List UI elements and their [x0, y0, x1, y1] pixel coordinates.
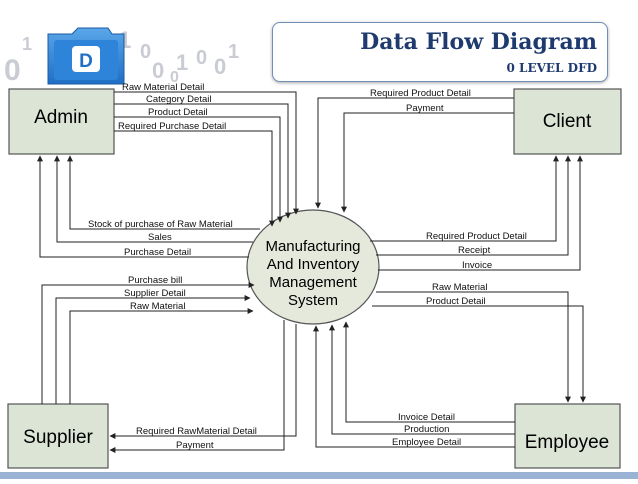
- process-label-line: Management: [269, 274, 357, 291]
- flow-to-admin-sales: [54, 155, 253, 243]
- flow-label: Sales: [148, 232, 172, 243]
- flow-to-supplier-payment: [109, 320, 285, 453]
- flow-labels: Raw Material Detail Category Detail Prod…: [88, 82, 527, 451]
- flow-client-required-product-detail: [315, 97, 514, 209]
- flow-supplier-purchase-bill: [41, 282, 255, 404]
- entity-employee-label: Employee: [525, 432, 610, 453]
- flow-supplier-supplier-detail: [55, 295, 251, 404]
- binary-digit: 0: [152, 58, 164, 83]
- flow-label: Purchase bill: [128, 275, 182, 286]
- flow-to-employee-product-detail: [372, 305, 586, 403]
- bottom-bar: [0, 472, 638, 479]
- flow-lines: [37, 91, 586, 453]
- flow-admin-product-detail: [114, 116, 283, 223]
- flow-label: Required RawMaterial Detail: [136, 426, 257, 437]
- process-label-line: System: [288, 292, 338, 309]
- flow-client-payment: [341, 112, 514, 213]
- flow-label: Required Product Detail: [426, 231, 527, 242]
- flow-employee-production: [329, 324, 515, 435]
- binary-digit: 0: [170, 69, 179, 86]
- binary-digit: 0: [196, 47, 207, 69]
- flow-label: Raw Material: [130, 301, 185, 312]
- folder-letter: D: [79, 51, 93, 72]
- flow-label: Raw Material: [432, 282, 487, 293]
- flow-label: Invoice Detail: [398, 412, 455, 423]
- flow-supplier-raw-material: [69, 308, 254, 404]
- binary-digit: 1: [228, 41, 239, 63]
- flow-to-employee-raw-material: [376, 291, 571, 403]
- entity-admin-label: Admin: [34, 107, 88, 128]
- flow-label: Supplier Detail: [124, 288, 186, 299]
- flow-label: Category Detail: [146, 94, 211, 105]
- flow-label: Production: [404, 424, 449, 435]
- flow-label: Required Product Detail: [370, 88, 471, 99]
- flow-to-client-required-product-detail: [370, 155, 559, 242]
- flow-label: Product Detail: [148, 107, 208, 118]
- binary-digit: 1: [176, 50, 188, 75]
- flow-label: Required Purchase Detail: [118, 121, 226, 132]
- flow-label: Purchase Detail: [124, 247, 191, 258]
- flow-admin-raw-material-detail: [114, 91, 299, 215]
- flow-label: Payment: [406, 103, 444, 114]
- flow-to-admin-stock-of-purchase: [67, 155, 260, 230]
- flow-label: Stock of purchase of Raw Material: [88, 219, 233, 230]
- entity-client: Client: [513, 88, 622, 155]
- page-subtitle: 0 LEVEL DFD: [506, 61, 597, 75]
- logo: 0 1 1 0 0 1 0 0 1 0 D: [4, 27, 239, 87]
- flow-employee-invoice-detail: [343, 321, 515, 423]
- title-box: Data Flow Diagram 0 LEVEL DFD: [272, 22, 608, 82]
- flow-label: Payment: [176, 440, 214, 451]
- flow-label: Employee Detail: [392, 437, 461, 448]
- process-label-line: And Inventory: [267, 256, 360, 273]
- entity-client-label: Client: [543, 111, 592, 132]
- flow-to-client-receipt: [376, 155, 571, 256]
- flow-admin-category-detail: [114, 103, 291, 219]
- flow-label: Invoice: [462, 260, 492, 271]
- binary-digit: 0: [214, 54, 226, 79]
- flow-to-supplier-required-raw-material-detail: [109, 324, 297, 439]
- process-node: Manufacturing And Inventory Management S…: [246, 209, 380, 325]
- entity-supplier-label: Supplier: [23, 427, 93, 448]
- flow-to-admin-purchase-detail: [37, 155, 249, 258]
- flow-admin-required-purchase-detail: [114, 130, 275, 227]
- flow-label: Product Detail: [426, 296, 486, 307]
- binary-digit: 0: [4, 54, 21, 87]
- entity-supplier: Supplier: [7, 403, 109, 469]
- process-label-line: Manufacturing: [265, 238, 360, 255]
- page-title: Data Flow Diagram: [360, 29, 597, 55]
- binary-digit: 1: [22, 34, 32, 54]
- entity-employee: Employee: [514, 403, 621, 469]
- entity-admin: Admin: [8, 88, 115, 155]
- flow-employee-employee-detail: [313, 325, 515, 448]
- flow-label: Raw Material Detail: [122, 82, 204, 93]
- binary-digit: 0: [140, 41, 151, 63]
- binary-digits: 0 1 1 0 0 1 0 0 1 0: [4, 27, 239, 87]
- folder-icon: D: [47, 27, 125, 85]
- flow-label: Receipt: [458, 245, 491, 256]
- flow-to-client-invoice: [378, 155, 583, 271]
